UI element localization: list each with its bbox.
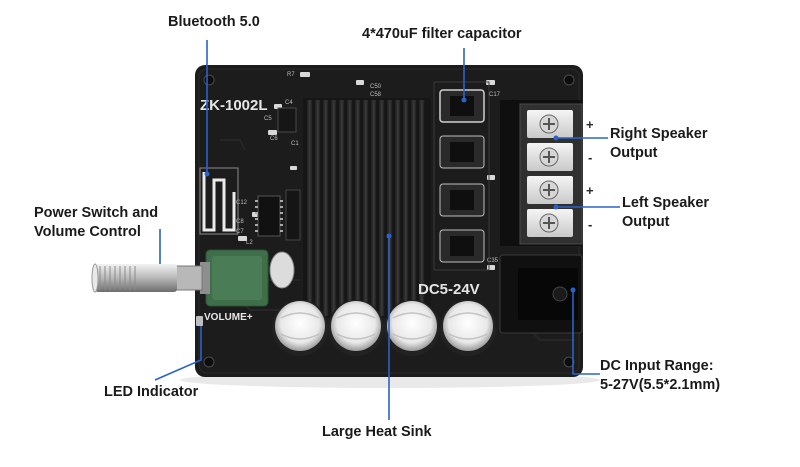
heat-sink-fin [411, 100, 417, 316]
heat-sink-fin [403, 100, 409, 316]
board-model-silkscreen: ZK-1002L [200, 97, 268, 114]
board-volume-silkscreen: VOLUME+ [204, 312, 253, 323]
svg-text:R7: R7 [287, 72, 295, 78]
svg-text:C6: C6 [270, 136, 278, 142]
crystal [269, 251, 295, 289]
callout-large-heat-sink: Large Heat Sink [322, 424, 432, 440]
mount-hole [203, 356, 215, 368]
svg-text:C5: C5 [264, 116, 272, 122]
heat-sink-fin [387, 100, 393, 316]
bt-chip [257, 195, 281, 237]
svg-text:C8: C8 [236, 219, 244, 225]
callout-line-led [154, 326, 202, 381]
heat-sink-fin [371, 100, 377, 316]
silkscreen-refs: R7 C50 C58 C4 C5 C6 C1 C12 C8 C7 L2 C17 … [236, 72, 501, 264]
left-speaker-plus-mark: + [586, 183, 594, 198]
heat-sink-fin [347, 100, 353, 316]
callout-dots [204, 97, 576, 293]
right-speaker-plus-mark: + [586, 117, 594, 132]
heat-sink-fin [339, 100, 345, 316]
antenna-outline [199, 167, 239, 235]
svg-text:C7: C7 [236, 229, 244, 235]
callout-dc-input-range: DC Input Range: 5-27V(5.5*2.1mm) [600, 358, 721, 393]
heat-sink-fin [379, 100, 385, 316]
heat-sink-fin [315, 100, 321, 316]
mount-hole [563, 74, 575, 86]
svg-text:C50: C50 [370, 84, 382, 90]
inductor-zone [433, 81, 490, 271]
mount-hole [563, 356, 575, 368]
heat-sink-fin [323, 100, 329, 316]
terminal-screws [527, 110, 573, 237]
svg-text:C17: C17 [489, 92, 501, 98]
ic-chip [285, 189, 301, 241]
heat-sink-fin [363, 100, 369, 316]
svg-text:C4: C4 [285, 100, 293, 106]
callout-power-switch-volume: Power Switch and Volume Control [34, 205, 159, 240]
board-voltage-silkscreen: DC5-24V [418, 281, 480, 298]
inductor-blocks [439, 89, 485, 263]
bluetooth-antenna [202, 172, 236, 232]
svg-text:C58: C58 [370, 92, 382, 98]
svg-text:C12: C12 [236, 200, 248, 206]
heat-sink-fins [307, 100, 425, 316]
dc-jack-pin [552, 286, 568, 302]
regulator-chip [277, 107, 297, 133]
pot-shaft [95, 264, 177, 292]
right-speaker-minus-mark: - [588, 150, 593, 165]
heat-sink-fin [331, 100, 337, 316]
mount-hole [203, 74, 215, 86]
callout-left-speaker-output: Left Speaker Output [622, 195, 710, 230]
callout-lines [154, 40, 620, 420]
svg-text:L2: L2 [246, 240, 253, 246]
callout-led-indicator: LED Indicator [104, 384, 199, 400]
led-indicator [196, 316, 203, 326]
left-speaker-minus-mark: - [588, 217, 593, 232]
callout-line-dc-input [572, 290, 600, 375]
heat-sink-fin [355, 100, 361, 316]
shaft-knurl [99, 266, 136, 290]
pot-bushing [173, 265, 203, 291]
svg-text:C1: C1 [291, 141, 299, 147]
callout-right-speaker-output: Right Speaker Output [610, 126, 708, 161]
dc-jack-opening [518, 268, 578, 320]
callout-filter-capacitor: 4*470uF filter capacitor [362, 26, 522, 42]
callout-bluetooth: Bluetooth 5.0 [168, 14, 260, 30]
heat-sink-fin [419, 100, 425, 316]
heat-sink-fin [395, 100, 401, 316]
heat-sink-fin [307, 100, 313, 316]
filter-capacitors [272, 300, 496, 356]
volume-potentiometer [91, 249, 295, 307]
svg-text:C35: C35 [487, 258, 499, 264]
pot-collar [200, 262, 210, 294]
